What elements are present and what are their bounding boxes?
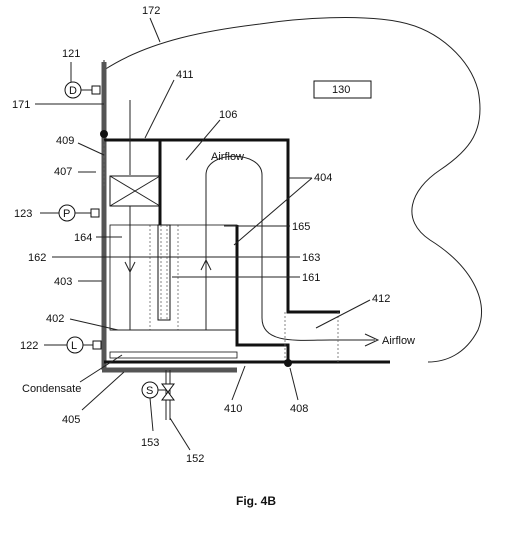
condensate-tray bbox=[109, 351, 238, 359]
label-161: 161 bbox=[302, 272, 320, 284]
label-412: 412 bbox=[372, 293, 390, 305]
label-404: 404 bbox=[314, 172, 332, 184]
junction-408 bbox=[284, 359, 292, 367]
condensate-label: Condensate bbox=[22, 383, 81, 395]
label-410: 410 bbox=[224, 403, 242, 415]
leader-condensate bbox=[79, 354, 123, 383]
label-405: 405 bbox=[62, 414, 80, 426]
leader-411 bbox=[144, 79, 175, 139]
sensor-d-plug bbox=[91, 85, 101, 95]
label-172: 172 bbox=[142, 5, 160, 17]
label-122: 122 bbox=[20, 340, 38, 352]
label-121: 121 bbox=[62, 48, 80, 60]
leader-402 bbox=[69, 318, 119, 331]
leader-410 bbox=[231, 365, 246, 401]
leader-408 bbox=[289, 367, 299, 401]
label-162: 162 bbox=[28, 252, 46, 264]
leader-106 bbox=[185, 119, 221, 161]
label-106: 106 bbox=[219, 109, 237, 121]
label-403: 403 bbox=[54, 276, 72, 288]
figure-caption: Fig. 4B bbox=[236, 494, 276, 508]
filter-x2 bbox=[109, 175, 161, 207]
sensor-l-label: L bbox=[71, 340, 77, 352]
label-152: 152 bbox=[186, 453, 204, 465]
leader-412 bbox=[315, 299, 371, 329]
leader-153 bbox=[149, 397, 154, 432]
junction-409 bbox=[100, 130, 108, 138]
room-outline bbox=[103, 17, 482, 363]
valve-152 bbox=[161, 383, 175, 401]
label-165: 165 bbox=[292, 221, 310, 233]
leader-405 bbox=[81, 371, 125, 411]
leader-409 bbox=[77, 142, 105, 156]
box-130 bbox=[313, 80, 372, 99]
airflow-loop bbox=[205, 155, 375, 341]
label-408: 408 bbox=[290, 403, 308, 415]
sensor-d-label: D bbox=[69, 85, 77, 97]
filter-106 bbox=[109, 175, 161, 207]
label-409: 409 bbox=[56, 135, 74, 147]
sensor-s-label: S bbox=[146, 385, 153, 397]
label-153: 153 bbox=[141, 437, 159, 449]
leader-152 bbox=[169, 417, 191, 451]
label-164: 164 bbox=[74, 232, 92, 244]
airflow-out-label: Airflow bbox=[382, 335, 415, 347]
exchanger-161 bbox=[157, 224, 171, 321]
sensor-l-plug bbox=[92, 340, 102, 350]
label-171: 171 bbox=[12, 99, 30, 111]
sensor-p-label: P bbox=[63, 208, 70, 220]
label-407: 407 bbox=[54, 166, 72, 178]
duct-lower bbox=[235, 225, 390, 364]
label-130: 130 bbox=[332, 84, 350, 96]
label-411: 411 bbox=[176, 69, 194, 81]
sensor-p-plug bbox=[90, 208, 100, 218]
label-163: 163 bbox=[302, 252, 320, 264]
label-402: 402 bbox=[46, 313, 64, 325]
up-arrow bbox=[200, 258, 212, 271]
label-123: 123 bbox=[14, 208, 32, 220]
airflow-out-arrow bbox=[364, 333, 380, 347]
airflow-top-label: Airflow bbox=[211, 151, 244, 163]
leader-172 bbox=[149, 17, 161, 43]
leader-404b bbox=[233, 177, 313, 246]
down-arrow bbox=[124, 261, 136, 274]
